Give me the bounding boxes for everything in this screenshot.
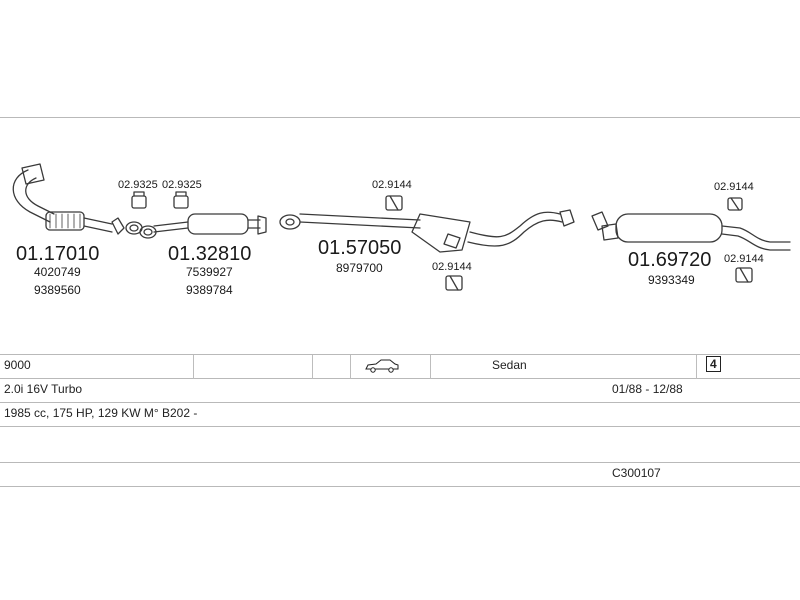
sedan-car-icon — [365, 359, 399, 373]
part-code-2: 01.32810 — [168, 243, 251, 265]
drive-label: 4 — [710, 357, 717, 371]
accessory-code-2: 02.9325 — [162, 179, 202, 191]
part-ref-2a: 7539927 — [186, 265, 233, 279]
part-ref-4a: 9393349 — [648, 273, 695, 287]
part-code-4: 01.69720 — [628, 249, 711, 271]
front-pipe-part[interactable] — [12, 163, 125, 235]
accessory-code-6: 02.9144 — [724, 253, 764, 265]
accessory-code-5: 02.9144 — [714, 181, 754, 193]
hanger-part[interactable] — [385, 195, 403, 211]
table-rule — [0, 462, 800, 463]
table-rule — [0, 378, 800, 379]
part-ref-2b: 9389784 — [186, 283, 233, 297]
part-code-1: 01.17010 — [16, 243, 99, 265]
table-col-divider — [312, 355, 313, 379]
hanger-part[interactable] — [735, 267, 753, 283]
part-code-3: 01.57050 — [318, 237, 401, 259]
table-rule — [0, 486, 800, 487]
accessory-code-3: 02.9144 — [372, 179, 412, 191]
engine-cell: 2.0i 16V Turbo — [4, 382, 83, 396]
part-ref-3a: 8979700 — [336, 261, 383, 275]
clamp-part[interactable] — [131, 191, 147, 209]
model-cell: 9000 — [4, 358, 31, 372]
table-col-divider — [193, 355, 194, 379]
rear-silencer-part[interactable] — [591, 211, 791, 251]
table-col-divider — [350, 355, 351, 379]
hanger-part[interactable] — [445, 275, 463, 291]
four-wheel-drive-icon: 4 — [706, 356, 721, 372]
table-rule — [0, 402, 800, 403]
exhaust-diagram: 01.17010 4020749 9389560 01.32810 753992… — [12, 163, 791, 297]
part-ref-1a: 4020749 — [34, 265, 81, 279]
middle-silencer-part[interactable] — [299, 209, 575, 253]
table-col-divider — [696, 355, 697, 379]
center-silencer-part[interactable] — [153, 213, 267, 235]
table-col-divider — [430, 355, 431, 379]
gasket-part[interactable] — [279, 214, 301, 230]
part-ref-1b: 9389560 — [34, 283, 81, 297]
hanger-part[interactable] — [727, 197, 743, 211]
accessory-code-1: 02.9325 — [118, 179, 158, 191]
catalog-number-cell: C300107 — [612, 466, 661, 480]
engine-spec-cell: 1985 cc, 175 HP, 129 KW M° B202 - — [4, 406, 198, 420]
top-divider — [0, 117, 800, 118]
table-rule — [0, 426, 800, 427]
body-type-cell: Sedan — [492, 358, 527, 372]
table-rule — [0, 354, 800, 355]
production-period-cell: 01/88 - 12/88 — [612, 382, 683, 396]
accessory-code-4: 02.9144 — [432, 261, 472, 273]
clamp-part[interactable] — [173, 191, 189, 209]
